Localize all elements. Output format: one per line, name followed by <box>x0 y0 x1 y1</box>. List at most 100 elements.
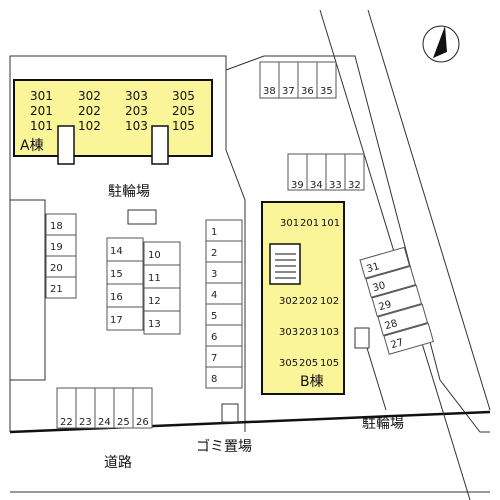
parking-stall-number: 25 <box>117 417 130 428</box>
road-label: 道路 <box>104 455 132 471</box>
parking-stall: 32 <box>344 153 365 191</box>
parking-stall: 33 <box>325 153 346 191</box>
bicycle-parking-east <box>354 327 370 349</box>
parking-stall-number: 4 <box>211 290 217 301</box>
parking-stall: 36 <box>297 61 318 99</box>
parking-stall: 25 <box>113 387 134 429</box>
parking-stall: 21 <box>45 276 77 299</box>
parking-stall: 3 <box>205 261 243 284</box>
parking-stall-number: 26 <box>136 417 149 428</box>
parking-stall-outline <box>143 310 181 335</box>
parking-stall: 16 <box>106 283 144 308</box>
road-edge-north <box>9 410 491 434</box>
parking-stall-number: 5 <box>211 311 217 322</box>
parking-stall: 29 <box>371 284 423 317</box>
parking-stall: 31 <box>359 246 411 279</box>
parking-stall-number: 12 <box>148 296 161 307</box>
room-label: 201 <box>30 104 53 118</box>
parking-stall-outline <box>365 265 417 298</box>
building-a-entrance <box>57 125 75 165</box>
parking-stall-number: 17 <box>110 315 123 326</box>
parking-stall: 38 <box>259 61 280 99</box>
parking-stall-outline <box>377 303 429 336</box>
room-label: 105 <box>320 358 339 369</box>
parking-stall-number: 14 <box>110 246 123 257</box>
site-boundary-west <box>10 199 46 381</box>
parking-stall-number: 22 <box>60 417 73 428</box>
room-label: 201 <box>300 218 319 229</box>
parking-stall: 24 <box>94 387 115 429</box>
parking-group-mid-left: 14 15 16 17 <box>106 237 144 331</box>
parking-stall: 2 <box>205 240 243 263</box>
parking-stall-outline <box>106 306 144 331</box>
parking-stall: 17 <box>106 306 144 331</box>
parking-stall: 22 <box>56 387 77 429</box>
garbage-station-label: ゴミ置場 <box>196 438 252 455</box>
room-label: 301 <box>280 218 299 229</box>
parking-stall-number: 18 <box>50 221 63 232</box>
building-b-name: B棟 <box>300 374 324 390</box>
north-arrow-icon <box>422 25 460 63</box>
parking-stall-number: 13 <box>148 319 161 330</box>
site-boundary <box>9 55 490 433</box>
bicycle-parking-label: 駐輪場 <box>362 415 404 432</box>
parking-stall-number: 7 <box>211 353 217 364</box>
room-label: 302 <box>78 89 101 103</box>
parking-stall: 23 <box>75 387 96 429</box>
building-a <box>13 79 213 157</box>
parking-stall: 5 <box>205 303 243 326</box>
parking-stall-number: 15 <box>110 269 123 280</box>
parking-stall-outline <box>371 284 423 317</box>
parking-stall-number: 34 <box>310 180 323 191</box>
parking-stall-outline <box>359 246 411 279</box>
parking-stall-outline <box>316 61 337 99</box>
room-label: 302 <box>279 296 298 307</box>
parking-stall: 19 <box>45 234 77 257</box>
parking-stall-number: 38 <box>263 86 276 97</box>
bicycle-parking-north <box>127 209 157 225</box>
room-label: 101 <box>321 218 340 229</box>
parking-stall-outline <box>132 387 153 429</box>
parking-stall: 7 <box>205 345 243 368</box>
parking-stall-number: 19 <box>50 242 63 253</box>
parking-stall: 35 <box>316 61 337 99</box>
building-a-entrance <box>151 125 169 165</box>
room-label: 303 <box>279 327 298 338</box>
parking-stall: 6 <box>205 324 243 347</box>
leader-line <box>366 347 387 411</box>
room-label: 205 <box>172 104 195 118</box>
building-a-name: A棟 <box>20 138 44 154</box>
parking-stall: 27 <box>383 322 435 355</box>
parking-stall-number: 3 <box>211 269 217 280</box>
parking-stall-number: 32 <box>348 180 361 191</box>
parking-stall: 14 <box>106 237 144 262</box>
road-edge-east-outer <box>367 9 491 411</box>
parking-stall-number: 29 <box>377 299 392 313</box>
parking-stall: 30 <box>365 265 417 298</box>
room-label: 101 <box>30 119 53 133</box>
parking-stall-outline <box>45 276 77 299</box>
room-label: 202 <box>78 104 101 118</box>
building-b-staircase <box>269 243 301 285</box>
building-a-rooms: 301 302 303 305 201 202 203 205 101 102 … <box>30 89 195 133</box>
parking-stall-number: 35 <box>320 86 333 97</box>
parking-stall-number: 11 <box>148 273 161 284</box>
room-label: 305 <box>279 358 298 369</box>
room-label: 102 <box>320 296 339 307</box>
room-label: 202 <box>299 296 318 307</box>
parking-stall-number: 8 <box>211 374 217 385</box>
parking-group-left: 18 19 20 21 <box>45 213 77 299</box>
parking-stall-number: 24 <box>98 417 111 428</box>
parking-stall-number: 20 <box>50 263 63 274</box>
building-b <box>261 201 345 395</box>
parking-stall-number: 16 <box>110 292 123 303</box>
lot-divider <box>225 56 246 432</box>
parking-stall: 12 <box>143 287 181 312</box>
parking-stall: 28 <box>377 303 429 336</box>
parking-stall-number: 27 <box>389 337 404 351</box>
parking-stall-number: 31 <box>365 261 380 275</box>
